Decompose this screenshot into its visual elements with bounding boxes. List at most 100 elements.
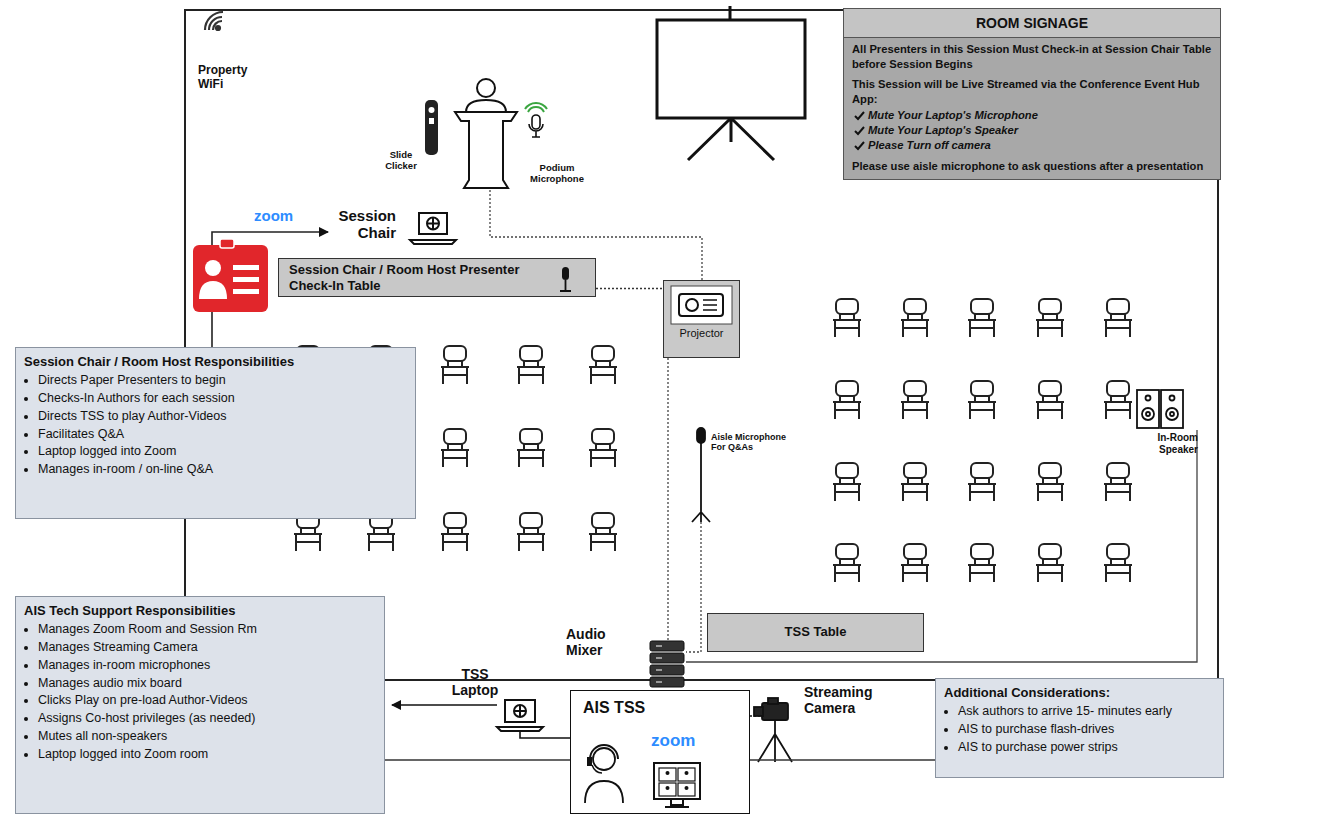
slide-clicker <box>429 118 434 124</box>
wifi-icon <box>209 17 222 30</box>
tss-laptop <box>520 731 570 738</box>
signage-item: Mute Your Laptop's Microphone <box>868 109 1038 121</box>
podium-microphone <box>525 103 547 137</box>
bullet-item: Laptop logged into Zoom <box>38 443 407 461</box>
check-mark <box>854 141 865 151</box>
check-mark <box>855 112 864 119</box>
chair-symbol <box>589 346 617 384</box>
projector-icon <box>664 281 741 329</box>
wifi-icon <box>205 12 223 30</box>
badge-icon <box>233 265 259 270</box>
signal-wires <box>686 430 1197 662</box>
in-room-speaker <box>1142 408 1154 420</box>
table-microphone <box>562 267 569 280</box>
box-text: Projector <box>666 327 737 339</box>
audio-mixer <box>650 641 684 687</box>
in-room-speaker <box>1166 408 1178 420</box>
podium-microphone <box>528 107 544 112</box>
tss-operator-icons <box>590 745 618 759</box>
tech-support-responsibilities-box: AIS Tech Support ResponsibilitiesManages… <box>15 596 385 814</box>
mixer-label: Audio Mixer <box>566 626 638 658</box>
chair-symbol <box>1036 463 1064 501</box>
podium-microphone <box>532 115 540 129</box>
zoom-logo-text: zoom <box>651 731 695 751</box>
in-room-speaker <box>1170 396 1175 401</box>
bullet-item: Directs TSS to play Author-Videos <box>38 408 407 426</box>
podium-speaker <box>455 79 517 188</box>
wifi-icon <box>216 26 220 30</box>
chair-responsibilities-box: Session Chair / Room Host Responsibiliti… <box>15 347 416 519</box>
badge-icon <box>193 239 268 312</box>
in-room-speaker <box>1137 390 1159 428</box>
bullet-list: Ask authors to arrive 15- minutes earlyA… <box>944 703 1215 756</box>
chair-laptop <box>427 218 439 230</box>
signage-item: Please Turn off camera <box>868 139 991 151</box>
podium-speaker <box>477 79 495 97</box>
aisle-microphone <box>692 428 710 522</box>
tss-operator-icons <box>666 771 670 775</box>
ais-tss-station: AIS TSS zoom <box>570 690 750 814</box>
bullet-item: AIS to purchase power strips <box>958 739 1215 757</box>
tss-operator-icons <box>592 765 602 773</box>
projection-screen <box>729 6 732 20</box>
bullet-item: Manages Streaming Camera <box>38 639 376 657</box>
tss-operator-icons <box>685 786 689 790</box>
slide-clicker <box>425 100 438 155</box>
chair-symbol <box>517 513 545 551</box>
laptop-label: TSS Laptop <box>450 666 500 698</box>
tss-operator-icons <box>678 783 695 796</box>
bullet-item: Manages in-room / on-line Q&A <box>38 461 407 479</box>
tss-laptop <box>497 727 543 731</box>
signage-line: All Presenters in this Session Must Chec… <box>844 38 1220 73</box>
tss-operator-icons <box>685 771 689 775</box>
in-room-speaker <box>1161 390 1183 428</box>
chair-symbol <box>589 429 617 467</box>
chair-symbol <box>517 346 545 384</box>
bullet-item: Manages in-room microphones <box>38 657 376 675</box>
badge-icon <box>205 260 221 276</box>
in-room-speaker <box>1137 390 1183 428</box>
badge-icon <box>193 245 268 312</box>
check-mark <box>854 126 865 136</box>
bullet-item: Checks-In Authors for each session <box>38 390 407 408</box>
signage-heading: ROOM SIGNAGE <box>844 9 1220 38</box>
station-name: AIS TSS <box>583 699 645 717</box>
in-room-speaker <box>1170 412 1174 416</box>
bullet-item: Directs Paper Presenters to begin <box>38 372 407 390</box>
box-heading: Additional Considerations: <box>944 684 1215 702</box>
projector-icon <box>679 294 723 316</box>
tss-laptop <box>392 704 497 706</box>
box-text: Session Chair / Room Host Presenter Chec… <box>289 262 551 293</box>
chair-symbol <box>589 513 617 551</box>
audio-mixer <box>650 665 684 675</box>
podium-microphone <box>525 103 547 109</box>
audio-mixer <box>650 653 684 663</box>
bullet-item: Manages audio mix board <box>38 675 376 693</box>
check-mark <box>855 142 864 149</box>
bullet-item: Assigns Co-host privileges (as needed) <box>38 710 376 728</box>
signage-line: Mute Your Laptop's Microphone <box>844 108 1220 123</box>
chair-symbol <box>517 429 545 467</box>
table-microphone <box>560 280 571 291</box>
check-in-table: Session Chair / Room Host Presenter Chec… <box>278 258 596 297</box>
projection-screen <box>657 20 805 118</box>
projection-screen <box>688 118 774 160</box>
connector-line <box>596 288 663 290</box>
chair-symbol <box>968 544 996 582</box>
session-chair-label: Session Chair <box>300 207 396 242</box>
in-room-speaker <box>1146 396 1151 401</box>
speaker-label: In-Room Speaker <box>1128 432 1198 455</box>
box-heading: Session Chair / Room Host Responsibiliti… <box>24 353 407 371</box>
bullet-list: Directs Paper Presenters to beginChecks-… <box>24 372 407 479</box>
bullet-item: Laptop logged into Zoom room <box>38 746 376 764</box>
check-mark <box>855 127 864 134</box>
podium-speaker <box>455 112 517 188</box>
aisle-mic-label: Aisle Microphone For Q&As <box>711 432 787 453</box>
slide-clicker <box>425 100 438 155</box>
aisle-microphone <box>697 428 705 443</box>
chair-symbol <box>833 299 861 337</box>
bullet-item: Mutes all non-speakers <box>38 728 376 746</box>
chair-symbol <box>968 381 996 419</box>
chair-symbol <box>968 299 996 337</box>
box-heading: AIS Tech Support Responsibilities <box>24 602 376 620</box>
